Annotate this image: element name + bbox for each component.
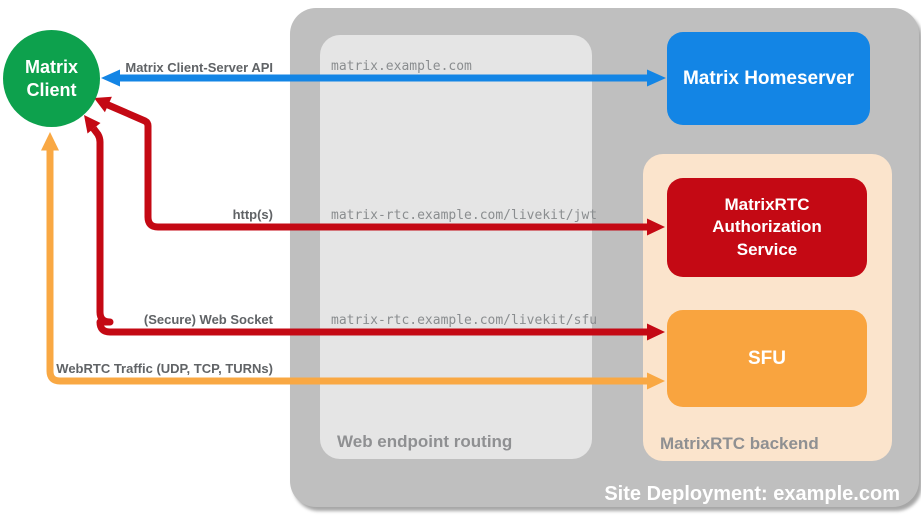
route-livekit-sfu-host: matrix-rtc.example.com/livekit/sfu	[331, 313, 598, 328]
matrix-client-node: Matrix Client	[3, 30, 100, 127]
matrix-homeserver-label: Matrix Homeserver	[682, 67, 855, 89]
sfu-node: SFU	[667, 310, 867, 407]
site-deployment-title: Site Deployment: example.com	[604, 483, 900, 505]
route-livekit-jwt-host: matrix-rtc.example.com/livekit/jwt	[331, 208, 598, 223]
matrixrtc-auth-service-label: MatrixRTC Authorization Service	[712, 195, 822, 259]
matrixrtc-auth-service-node: MatrixRTC Authorization Service	[667, 178, 867, 277]
matrix-client-label: Matrix Client	[24, 57, 78, 100]
web-endpoint-routing-group: Web endpoint routing	[320, 35, 592, 459]
client-server-api-edge-label: Matrix Client-Server API	[125, 60, 273, 75]
route-homeserver-host: matrix.example.com	[331, 59, 472, 74]
websocket-edge-label: (Secure) Web Socket	[143, 312, 273, 327]
web-endpoint-routing-label: Web endpoint routing	[337, 432, 513, 451]
https-edge-label: http(s)	[232, 207, 273, 222]
matrix-homeserver-node: Matrix Homeserver	[667, 32, 870, 125]
webrtc-traffic-edge-label: WebRTC Traffic (UDP, TCP, TURNs)	[56, 361, 273, 376]
sfu-label: SFU	[748, 347, 786, 369]
matrixrtc-backend-label: MatrixRTC backend	[660, 434, 819, 453]
